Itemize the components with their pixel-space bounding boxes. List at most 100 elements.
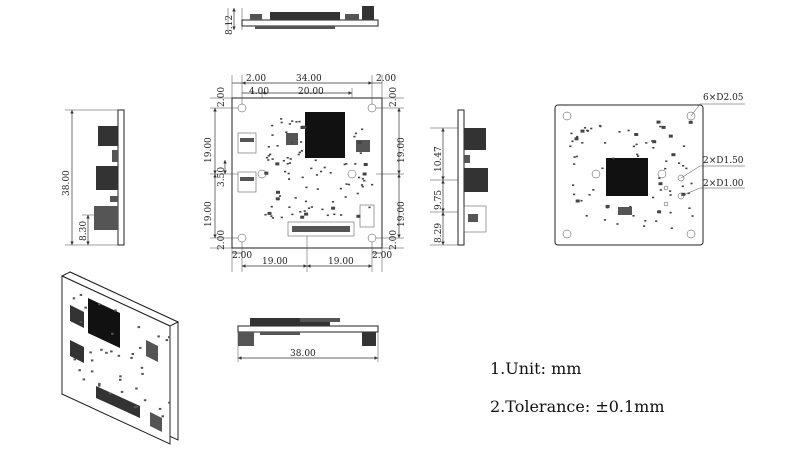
pcb-component [635, 143, 638, 146]
front-dim-right-half-a: 19.00 [397, 137, 407, 163]
pcb-component [627, 129, 630, 132]
pcb-component [90, 359, 94, 362]
pcb-component [688, 120, 693, 124]
pcb-component [636, 153, 639, 156]
front-dim-left-half-a: 19.00 [204, 137, 214, 163]
isometric-view [60, 271, 180, 445]
pcb-component [305, 186, 308, 189]
pcb-component [82, 378, 86, 381]
left-side-dim-total: 38.00 [62, 170, 72, 196]
pcb-component [135, 405, 139, 408]
pcb-component [655, 220, 658, 222]
pcb-component [143, 399, 147, 402]
pcb-component [158, 407, 162, 410]
pcb-component [592, 189, 595, 191]
pcb-component [304, 126, 307, 129]
pcb-component [326, 214, 329, 217]
pcb-component [316, 188, 319, 190]
pcb-component [669, 190, 672, 192]
pcb-component [287, 172, 290, 175]
pcb-component [569, 145, 572, 148]
pcb-component [347, 183, 351, 186]
pcb-component [363, 163, 368, 166]
pcb-component [117, 354, 121, 357]
front-dim-bottom-left-edge: 2.00 [232, 251, 252, 261]
front-dim-left-half-b: 19.00 [204, 201, 214, 227]
note-tolerance: 2.Tolerance: ±0.1mm [490, 397, 665, 416]
pcb-component [98, 303, 101, 306]
pcb-component [644, 220, 647, 222]
pcb-component [270, 215, 273, 217]
pcb-component [586, 130, 590, 132]
pcb-component [267, 211, 272, 215]
pcb-component [583, 127, 587, 129]
pcb-component [288, 178, 291, 180]
pcb-component [276, 190, 280, 194]
pcb-component [361, 128, 364, 131]
pcb-component [331, 201, 335, 203]
pcb-component [361, 185, 364, 188]
front-dim-inner-left: 4.00 [249, 87, 269, 97]
pcb-component [668, 134, 673, 138]
pcb-component [303, 210, 306, 212]
pcb-component [300, 150, 303, 152]
pcb-component [665, 160, 668, 162]
pcb-component [658, 182, 663, 186]
pcb-component [629, 205, 632, 208]
pcb-component [307, 207, 311, 209]
pcb-component [681, 185, 684, 188]
pcb-component [299, 211, 302, 213]
pcb-component [137, 326, 141, 329]
back-holes-mid-label: 2×D1.50 [703, 156, 744, 166]
pcb-component [685, 167, 688, 170]
pcb-component [356, 214, 361, 218]
pcb-component [652, 196, 655, 199]
pcb-component [84, 306, 87, 309]
pcb-component [576, 135, 579, 138]
pcb-component [130, 356, 133, 359]
pcb-component [265, 171, 268, 174]
pcb-component [670, 227, 673, 229]
front-dim-left-mid: 3.50 [217, 167, 227, 187]
pcb-component [637, 155, 640, 157]
pcb-component [304, 212, 309, 216]
pcb-component [682, 165, 685, 167]
pcb-component [356, 192, 359, 195]
pcb-component [278, 195, 282, 197]
pcb-component [658, 177, 661, 179]
pcb-component [78, 369, 81, 372]
pcb-component [280, 118, 283, 120]
pcb-component [288, 162, 291, 164]
pcb-component [141, 372, 144, 375]
pcb-component [119, 375, 122, 378]
pcb-component [659, 189, 662, 191]
back-holes-label: 6×D2.05 [703, 93, 744, 103]
right-side-dim-3: 8.29 [434, 223, 444, 243]
pcb-component [659, 125, 662, 128]
pcb-component [656, 120, 661, 124]
pcb-component [339, 187, 342, 190]
pcb-component [643, 225, 646, 227]
pcb-component [581, 142, 584, 144]
back-view: 6×D2.05 2×D1.50 2×D1.00 [554, 93, 745, 246]
pcb-component [286, 163, 289, 165]
pcb-component [105, 351, 108, 354]
pcb-component [690, 182, 693, 185]
pcb-component [354, 163, 357, 165]
front-dim-total: 34.00 [296, 74, 322, 84]
pcb-component [652, 147, 655, 149]
pcb-component [598, 124, 602, 127]
pcb-component [100, 348, 103, 351]
pcb-component [310, 206, 313, 208]
pcb-component [284, 170, 287, 173]
pcb-component [276, 145, 279, 147]
pcb-component [264, 213, 267, 216]
pcb-component [588, 194, 591, 196]
pcb-component [331, 206, 336, 210]
pcb-component [363, 179, 366, 182]
pcb-component [298, 151, 301, 154]
pcb-component [73, 358, 76, 361]
pcb-component [120, 390, 124, 393]
bottom-view: 38.00 [237, 318, 379, 362]
